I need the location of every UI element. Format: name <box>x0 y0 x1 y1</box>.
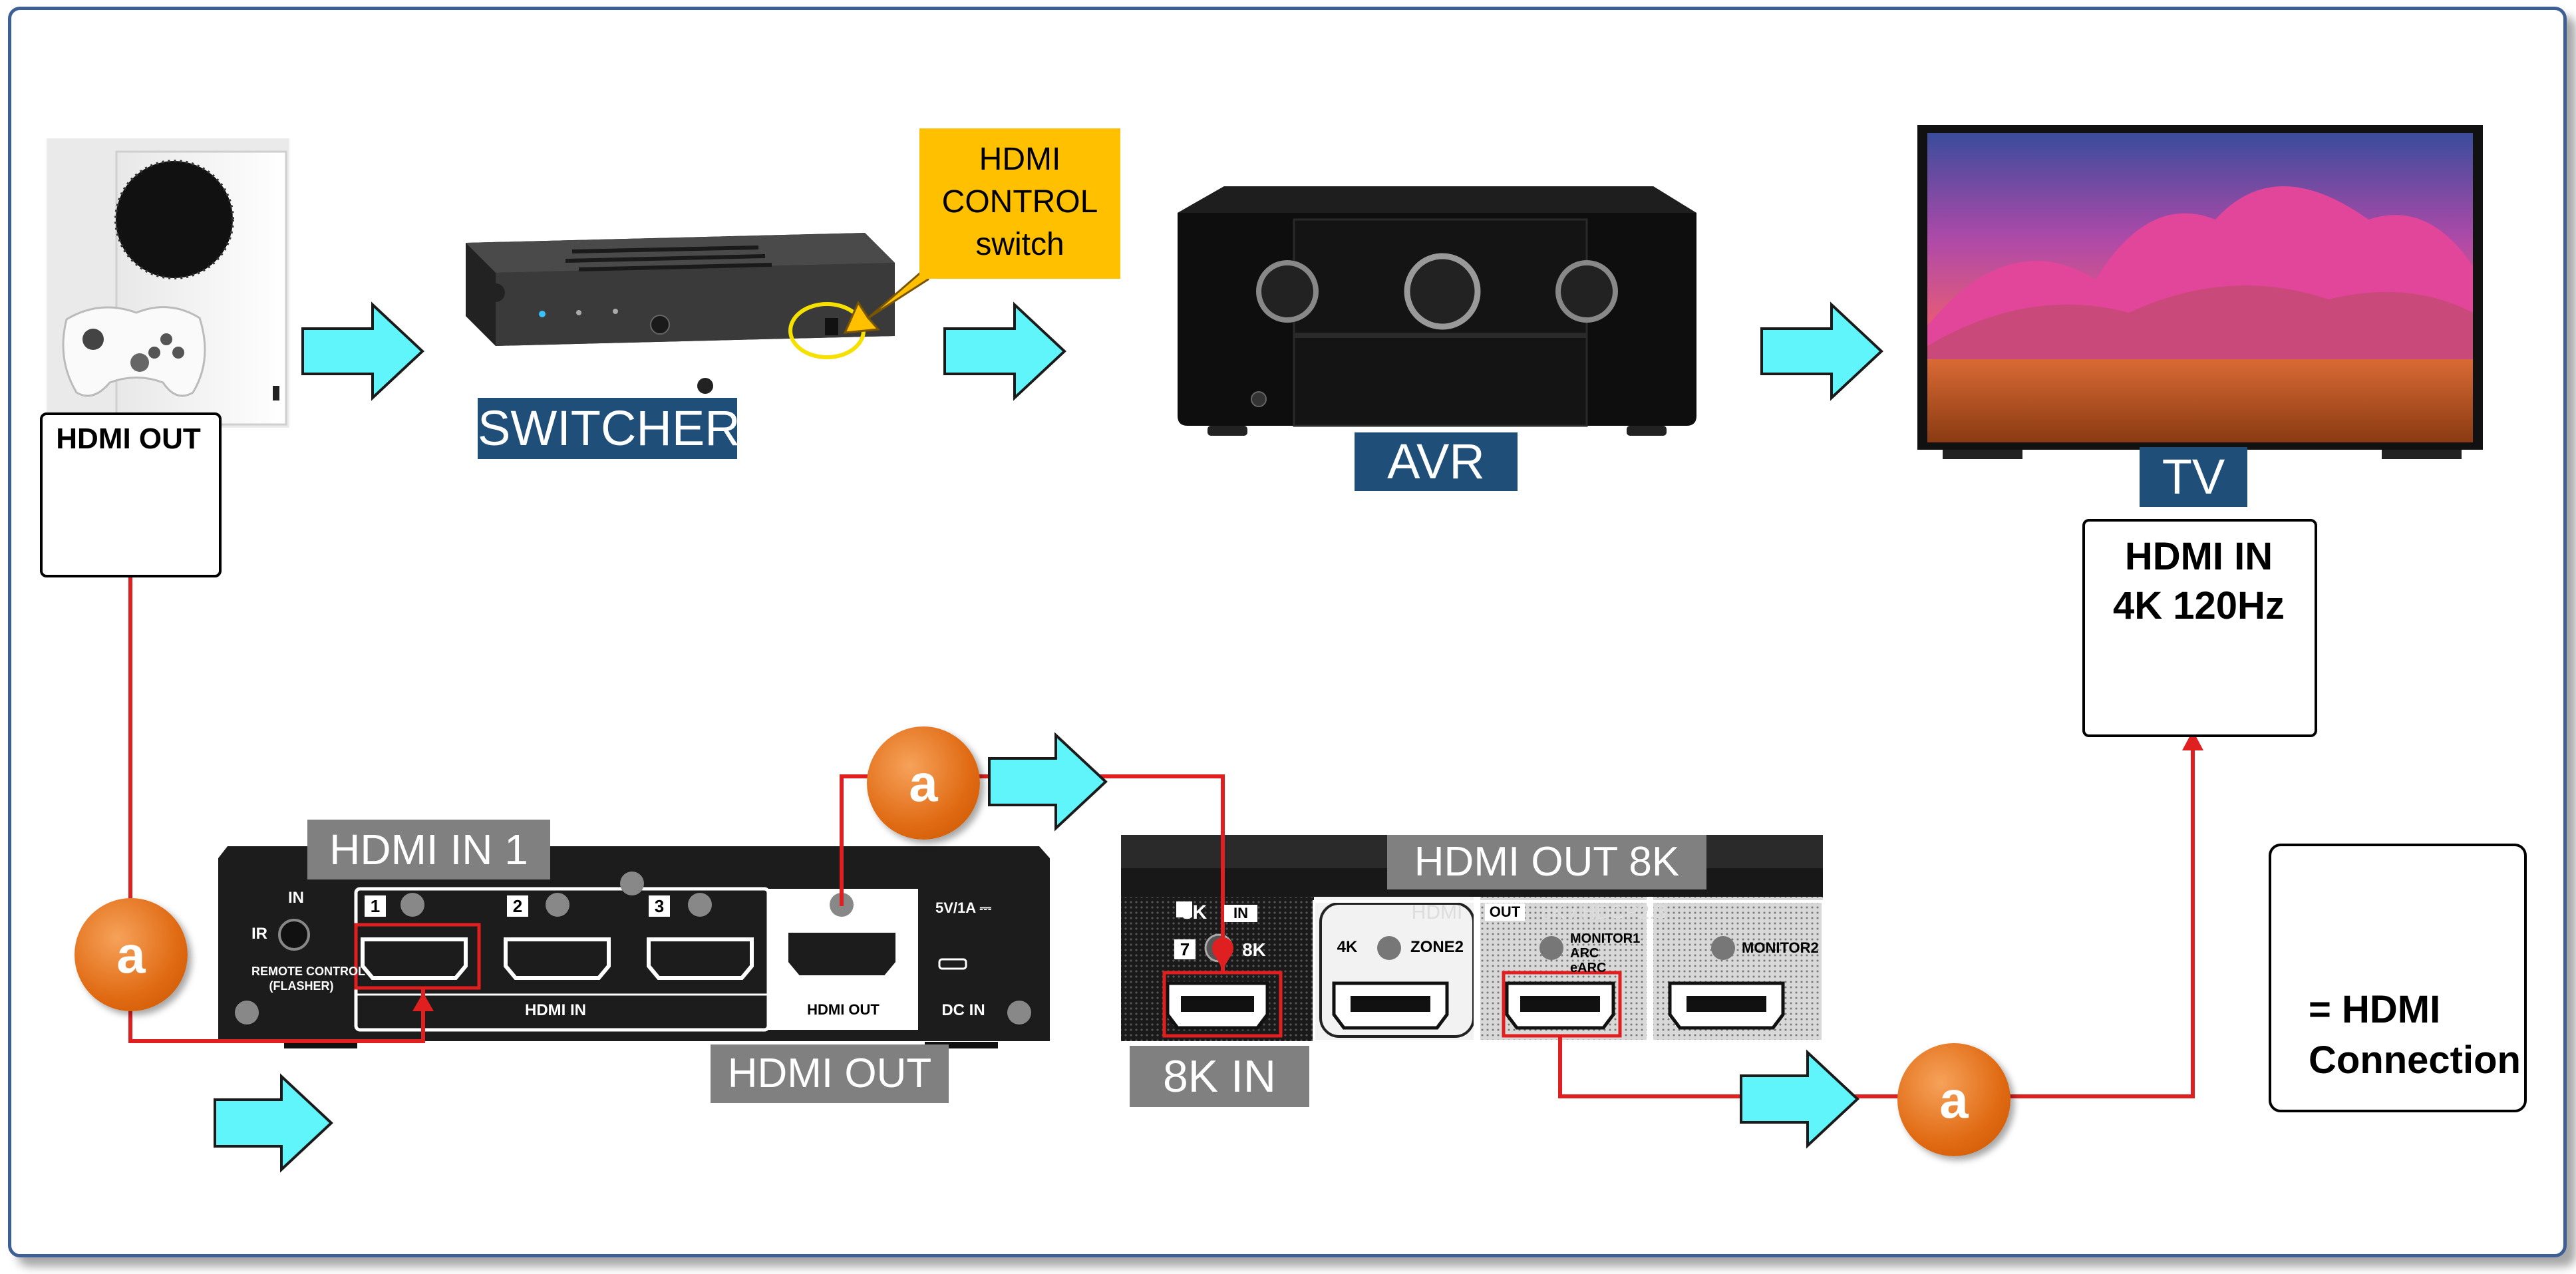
monitor2-text: MONITOR2 <box>1742 939 1819 956</box>
hdmi-control-callout: HDMI CONTROL switch <box>919 128 1120 279</box>
panel-in-text: IN <box>288 889 304 907</box>
monitor1-text: MONITOR1 <box>1570 931 1641 946</box>
console-port-title: HDMI OUT <box>56 422 201 455</box>
arc-text: ARC <box>1570 946 1599 961</box>
port-2-number: 2 <box>507 895 528 917</box>
out-spec-text: 8K / HDCP2.3 <box>1540 901 1667 923</box>
panel-ir-text: IR <box>251 925 267 943</box>
avr-label: AVR <box>1355 432 1518 491</box>
tv-port-title: HDMI IN 4K 120Hz <box>2089 532 2309 631</box>
tv-label: TV <box>2140 447 2247 507</box>
port-1-number: 1 <box>365 895 386 917</box>
switcher-label: SWITCHER <box>478 398 740 459</box>
in-header-in-text: IN <box>1224 905 1257 922</box>
tv-image <box>1917 125 2483 459</box>
avr-image <box>1178 186 1696 436</box>
legend-box <box>2269 844 2527 1112</box>
console-port-box <box>40 412 222 577</box>
legend-line-1: = HDMI <box>2309 988 2441 1031</box>
tv-port-line-1: HDMI IN <box>2124 535 2273 578</box>
in-number-text: 7 <box>1174 939 1196 959</box>
tv-port-line-2: 4K 120Hz <box>2113 584 2285 627</box>
legend-line-2: Connection <box>2309 1038 2521 1082</box>
hdmi-out-label: HDMI OUT <box>711 1044 949 1103</box>
power-text: 5V/1A ⎓ <box>935 899 991 916</box>
8k-in-label: 8K IN <box>1130 1046 1309 1107</box>
legend-text: = HDMI Connection <box>2309 985 2521 1086</box>
switcher-image <box>466 233 895 394</box>
cable-a-badge-3: a <box>1897 1043 2011 1156</box>
out-tag-text: OUT <box>1485 903 1525 921</box>
callout-line-2: CONTROL <box>941 184 1098 220</box>
callout-pointer <box>843 263 929 334</box>
cable-a-badge-1: a <box>75 898 188 1011</box>
hdmi-out-8k-label: HDMI OUT 8K <box>1387 835 1706 889</box>
panel-remote-text: REMOTE CONTROL <box>251 965 365 978</box>
hdmi-out-small-text: HDMI OUT <box>807 1001 880 1018</box>
zone-4k-text: 4K <box>1337 938 1358 956</box>
cable-endpoint-dot <box>1212 937 1233 959</box>
hdmi-in-group-text: HDMI IN <box>525 1001 586 1019</box>
panel-flasher-text: (FLASHER) <box>269 979 334 993</box>
earc-text: eARC <box>1570 961 1607 975</box>
tv-port-box <box>2082 519 2317 737</box>
game-console-image <box>47 138 289 428</box>
callout-line-1: HDMI <box>979 142 1061 177</box>
port-3-number: 3 <box>649 895 670 917</box>
dc-in-text: DC IN <box>941 1001 985 1019</box>
out-header-text: HDMI <box>1411 901 1463 923</box>
callout-line-3: switch <box>975 227 1064 262</box>
zone-name-text: ZONE2 <box>1410 938 1464 956</box>
cable-a-badge-2: a <box>867 726 980 840</box>
in-header-8k-text: 8K <box>1181 901 1208 923</box>
in-sub-8k-text: 8K <box>1242 939 1266 960</box>
hdmi-in-1-label: HDMI IN 1 <box>307 820 550 879</box>
